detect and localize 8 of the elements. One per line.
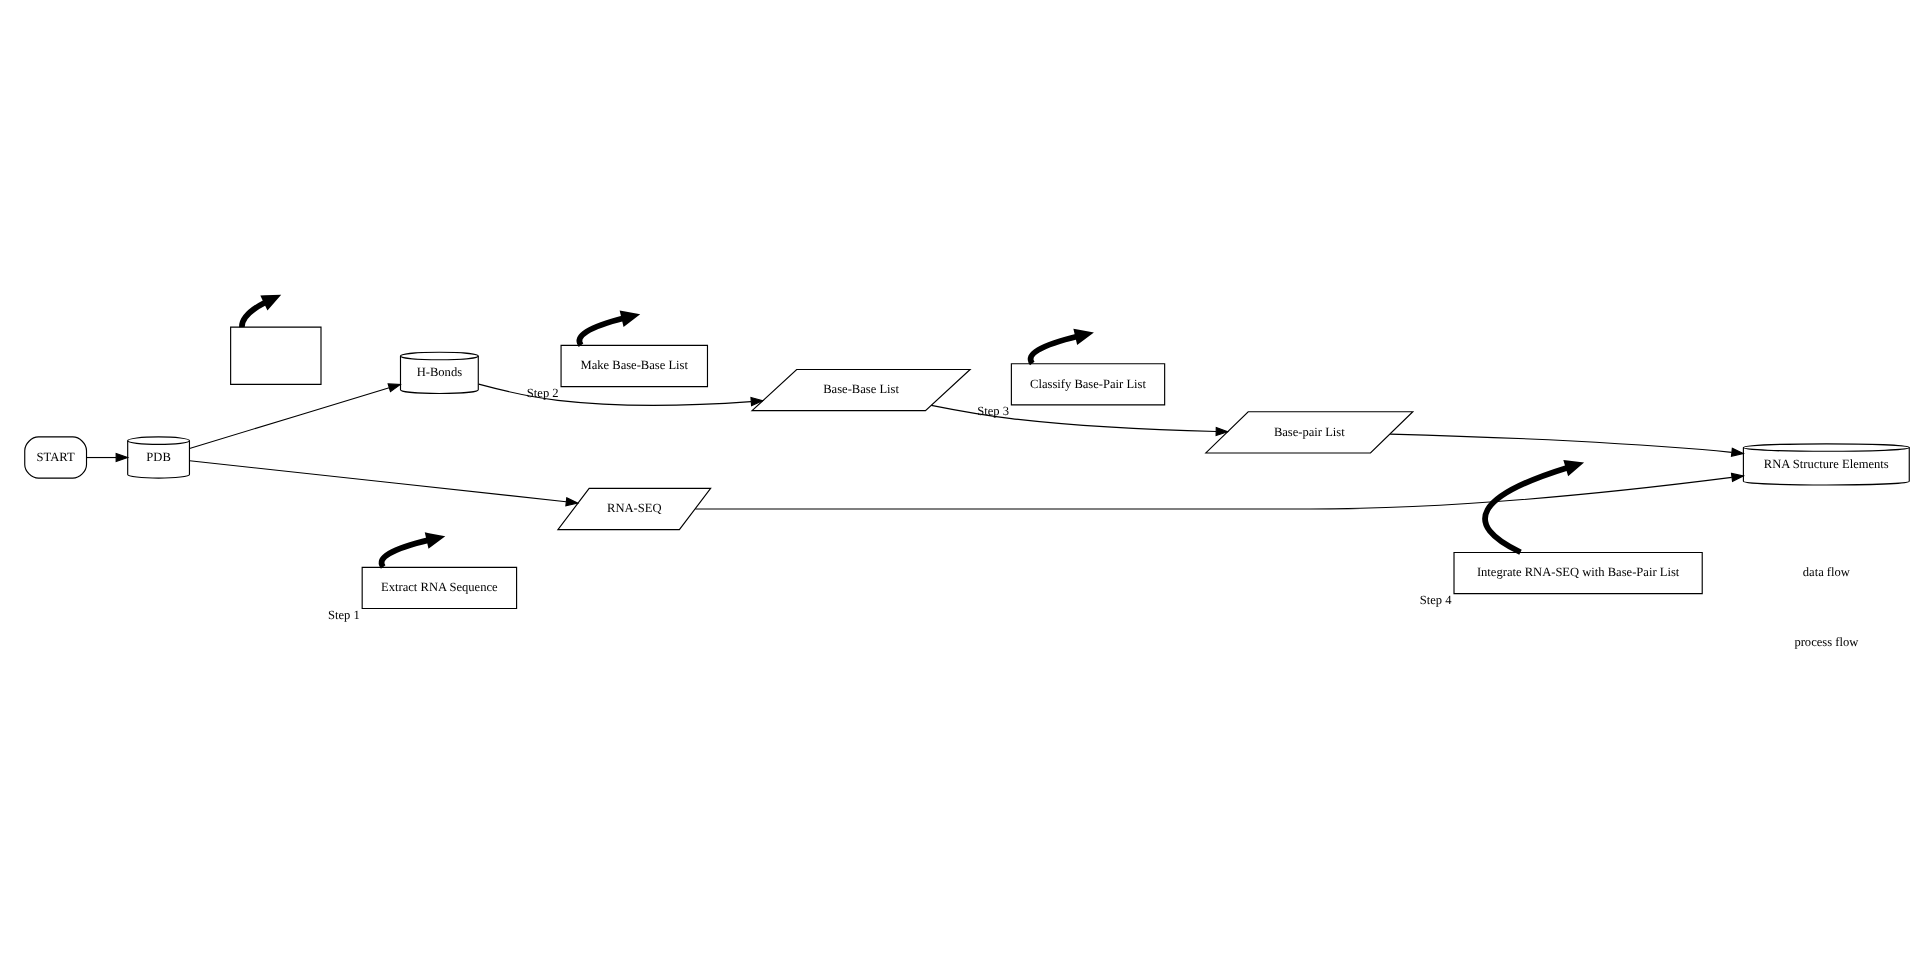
arrow <box>929 403 1229 436</box>
arrow <box>1388 432 1744 457</box>
arrow <box>477 382 764 406</box>
node-box <box>229 325 321 384</box>
arrow <box>85 451 129 462</box>
arrow <box>188 459 579 506</box>
arrow <box>187 382 401 449</box>
arrow <box>693 471 1745 509</box>
